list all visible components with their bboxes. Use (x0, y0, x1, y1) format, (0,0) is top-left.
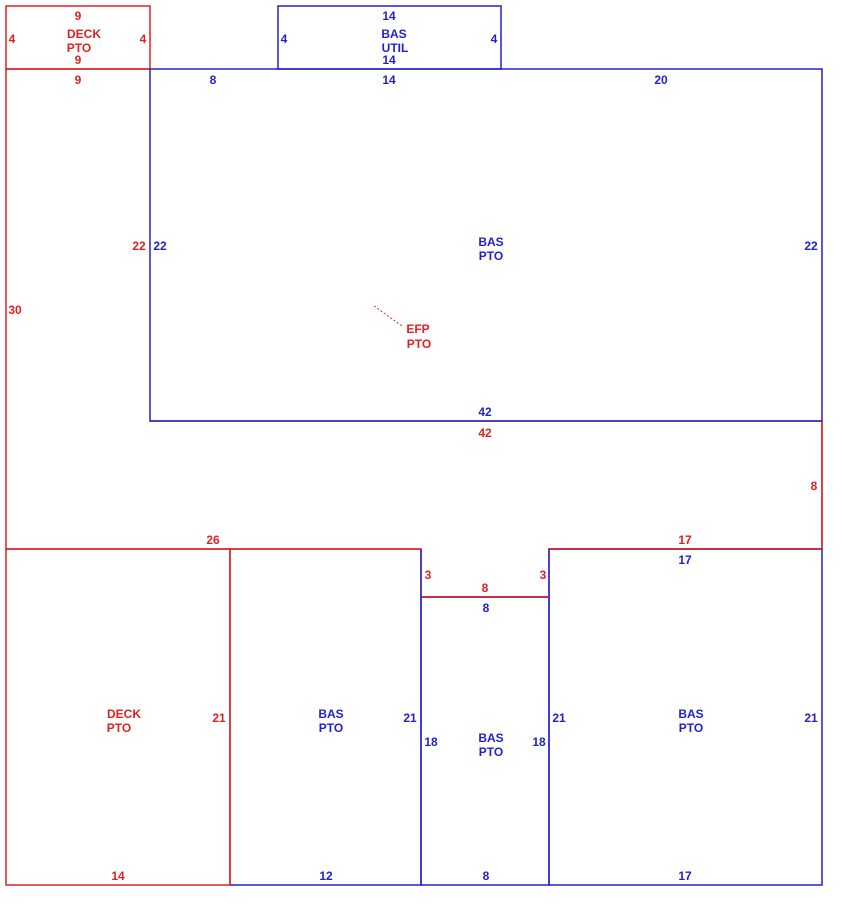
bas-left-dim-bottom: 12 (319, 869, 333, 883)
bas-util-dim-bottom: 14 (382, 53, 396, 67)
efp-name-2: PTO (407, 337, 431, 351)
bas-center-name-1: BAS (478, 731, 503, 745)
bas-main-dim-top-right: 20 (654, 73, 668, 87)
deck-top-dim-bottom: 9 (75, 53, 82, 67)
bas-center-dim-left: 18 (424, 735, 438, 749)
efp-dim-notch-left: 3 (425, 568, 432, 582)
deck-top-dim-left: 4 (9, 32, 16, 46)
bas-left-name-2: PTO (319, 721, 343, 735)
bas-center-dim-bottom: 8 (483, 869, 490, 883)
bas-main-dim-top-center: 14 (382, 73, 396, 87)
bas-main-name-1: BAS (478, 235, 503, 249)
efp-name-1: EFP (406, 322, 429, 336)
efp-dim-bottom-right: 17 (678, 533, 692, 547)
efp-dim-under-bas: 42 (478, 426, 492, 440)
bas-main-dim-bottom: 42 (478, 405, 492, 419)
deck-top-name-2: PTO (67, 41, 91, 55)
deck-bottom-dim-bottom: 14 (111, 869, 125, 883)
efp-dim-bottom-left: 26 (206, 533, 220, 547)
bas-left-dim-right: 21 (403, 711, 417, 725)
bas-right-name-1: BAS (678, 707, 703, 721)
bas-right-dim-bottom: 17 (678, 869, 692, 883)
deck-top-dim-right: 4 (140, 32, 147, 46)
efp-dim-right: 8 (811, 479, 818, 493)
deck-top-name-1: DECK (67, 27, 101, 41)
bas-main-dim-top-left: 8 (210, 73, 217, 87)
bas-right-dim-left: 21 (552, 711, 566, 725)
efp-dim-notch-bottom: 8 (482, 581, 489, 595)
deck-top-dim-top: 9 (75, 9, 82, 23)
bas-util-name-2: UTIL (382, 41, 409, 55)
bas-util-dim-right: 4 (491, 32, 498, 46)
deck-bottom-dim-right: 21 (212, 711, 226, 725)
bas-center-name-2: PTO (479, 745, 503, 759)
deck-top-outline (5, 5, 151, 70)
efp-dim-top: 9 (75, 73, 82, 87)
efp-dim-left: 30 (8, 303, 22, 317)
bas-main-dim-right: 22 (804, 239, 818, 253)
efp-pointer-line (373, 305, 403, 327)
bas-right-dim-top: 17 (678, 553, 692, 567)
bas-right-name-2: PTO (679, 721, 703, 735)
bas-left-name-1: BAS (318, 707, 343, 721)
bas-main-name-2: PTO (479, 249, 503, 263)
bas-center-dim-right: 18 (532, 735, 546, 749)
bas-util-name-1: BAS (381, 27, 406, 41)
bas-util-dim-top: 14 (382, 9, 396, 23)
efp-dim-inner: 22 (132, 239, 146, 253)
bas-main-dim-left: 22 (153, 239, 167, 253)
bas-center-dim-top: 8 (483, 601, 490, 615)
bas-main-outline (149, 68, 823, 422)
bas-right-dim-right: 21 (804, 711, 818, 725)
deck-bottom-name-2: PTO (107, 721, 131, 735)
efp-dim-notch-right: 3 (540, 568, 547, 582)
bas-util-dim-left: 4 (281, 32, 288, 46)
deck-bottom-name-1: DECK (107, 707, 141, 721)
